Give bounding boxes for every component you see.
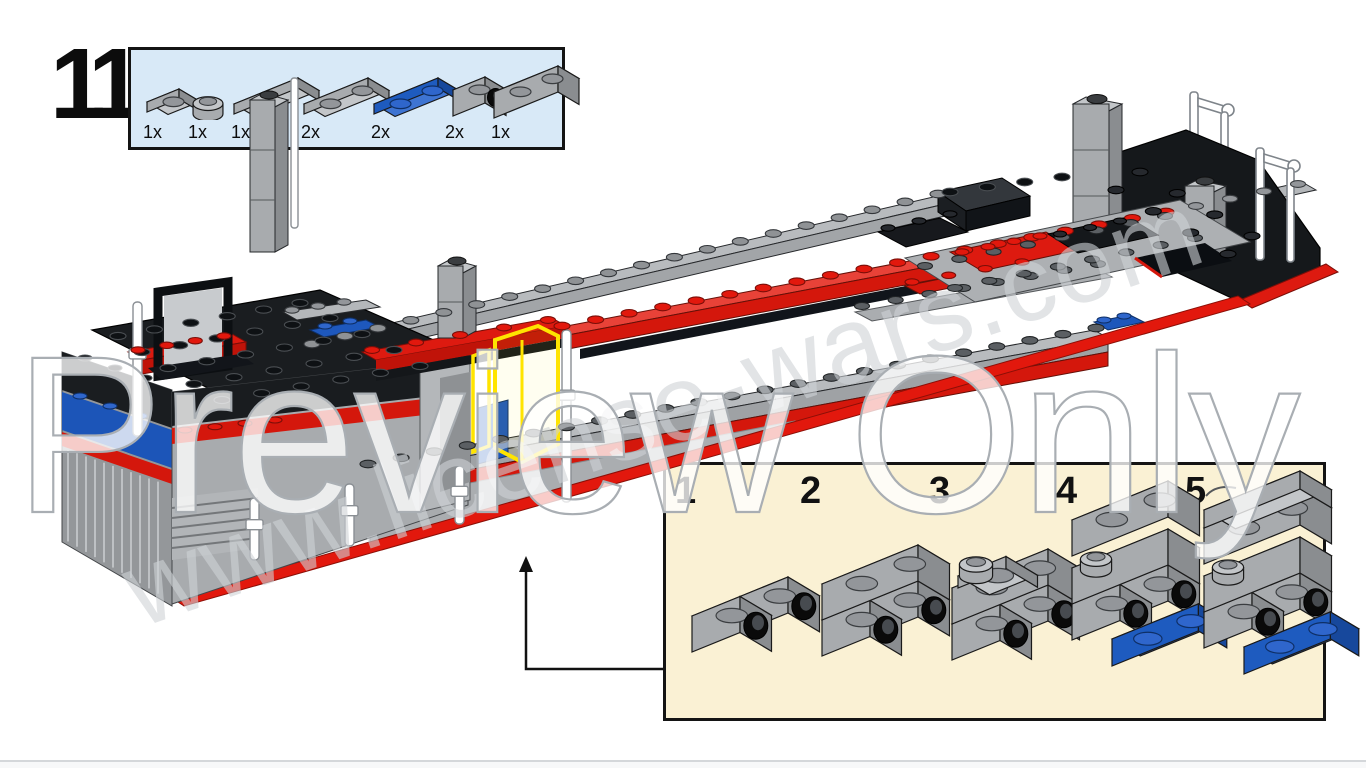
page-bottom-divider: [0, 760, 1366, 762]
part-qty-label: 2x: [301, 122, 321, 142]
part-qty-label: 1x: [188, 122, 208, 142]
part-qty-label: 2x: [371, 122, 391, 142]
part-item-plate-1x2-gray: 2x: [301, 56, 393, 142]
step-number: 11: [50, 28, 144, 140]
callout-step-number-4: 4: [1056, 470, 1078, 512]
part-item-plate-1x1-gray: 1x: [143, 56, 235, 142]
part-qty-label: 1x: [143, 122, 163, 142]
part-item-plate-1x1-round-gray: 1x: [188, 56, 280, 142]
subassembly-callout-box: 1 2 3 4 5: [663, 462, 1326, 721]
page-bottom-strip: [0, 762, 1366, 768]
part-qty-label: 2x: [445, 122, 465, 142]
part-qty-label: 1x: [491, 122, 511, 142]
part-icon-brick-1x2-gray: [492, 64, 581, 119]
callout-step-number-2: 2: [800, 470, 822, 512]
part-qty-label: 1x: [231, 122, 251, 142]
callout-step-number-1: 1: [675, 470, 697, 512]
part-icon-plate-1x1-round-gray: [192, 96, 224, 120]
parts-panel: 1x 1x 1x 2x 2x 2x 1x: [128, 47, 581, 150]
part-item-brick-1x2-gray: 1x: [491, 56, 583, 142]
callout-step-number-5: 5: [1185, 470, 1207, 512]
part-icon-plate-1x2-gray: [302, 76, 391, 118]
callout-step-number-3: 3: [929, 470, 951, 512]
